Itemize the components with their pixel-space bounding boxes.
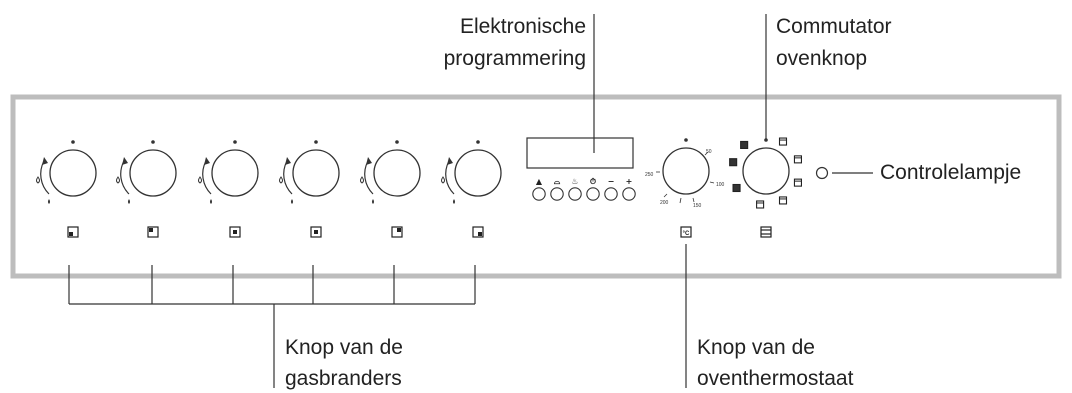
programmer-buttons: ▲ ⌓ ♨ ⏱ − + [532,176,636,201]
gas-flame-icon [116,176,130,204]
burners-label-line1: Knop van de [285,336,403,359]
selector-label-line1: Commutator [776,15,892,38]
indicator-label: Controlelampje [880,161,1022,184]
front-left-burner-icon [147,226,159,238]
burner-knob[interactable] [36,140,97,238]
selector-label-line2: ovenknop [776,47,868,70]
oven-function-icon [740,140,749,150]
center-burner-icon [229,226,241,238]
burner-knob[interactable] [116,140,177,238]
burner-knob[interactable] [198,140,259,238]
scale-mark-150: 150 [693,203,702,209]
oven-function-icon [756,200,765,209]
programmer-button[interactable]: ⌓ [550,177,564,201]
burners-label-line2: gasbranders [285,367,402,390]
oven-function-icon [778,137,788,146]
thermostat-knob[interactable] [662,138,710,195]
oven-function-icon [732,183,741,193]
programmer-button-symbol: ♨ [571,177,578,186]
thermostat-scale-ticks [656,151,715,204]
programmer-display [526,137,634,169]
programmer-button-symbol: ⏱ [590,176,596,186]
gas-flame-icon [36,176,50,204]
thermostat-label-line1: Knop van de [697,336,815,359]
celsius-icon: °C [680,226,692,238]
programmer-button-symbol: ⌓ [554,177,561,186]
programmer-button-symbol: + [626,177,633,186]
gas-flame-icon [198,176,212,204]
programmer-button[interactable]: ▲ [532,177,546,201]
svg-text:°C: °C [683,231,690,237]
programmer-button-symbol: ▲ [536,177,543,186]
gas-flame-icon [360,176,374,204]
scale-mark-250: 250 [645,172,654,178]
front-right-burner-icon [472,226,484,238]
oven-function-icon [729,158,738,167]
oven-selector-knob[interactable] [742,138,790,195]
thermostat-label-line2: oventhermostaat [697,367,854,390]
burner-knob[interactable] [279,140,340,238]
burner-bracket [68,265,476,388]
programmer-button[interactable]: ♨ [568,177,582,201]
programmer-button-symbol: − [608,177,615,186]
electronic-programmer[interactable]: ▲ ⌓ ♨ ⏱ − + [526,137,636,201]
programmer-label-line1: Elektronische [459,15,586,38]
selector-function-icons [729,137,802,209]
rear-left-burner-icon [67,226,79,238]
gas-flame-icon [279,176,293,204]
thermostat-scale: 50 100 150 200 250 [645,149,725,209]
burner-knobs [36,140,502,238]
scale-mark-200: 200 [660,200,669,206]
oven-function-icon [793,178,802,187]
programmer-button[interactable]: ⏱ [586,176,600,201]
oven-function-icon [793,155,802,164]
burner-knob[interactable] [360,140,421,238]
oven-function-icon [760,226,772,238]
scale-mark-100: 100 [716,182,725,188]
programmer-button[interactable]: − [604,177,618,201]
center-burner-icon [310,226,322,238]
burner-knob[interactable] [441,140,502,238]
programmer-button[interactable]: + [622,177,636,201]
rear-right-burner-icon [391,226,403,238]
scale-mark-50: 50 [706,149,712,155]
control-panel [10,94,1062,279]
oven-function-icon [778,196,788,205]
gas-flame-icon [441,176,455,204]
indicator-lamp [815,166,829,180]
programmer-label-line2: programmering [443,47,586,70]
